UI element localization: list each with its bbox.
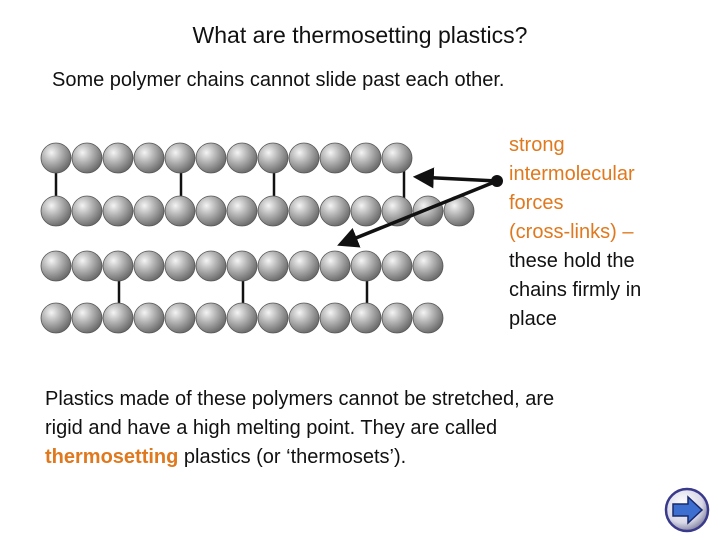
label-line: place: [509, 308, 557, 330]
slide-title: What are thermosetting plastics?: [192, 22, 528, 48]
monomer-bead: [319, 250, 351, 282]
monomer-bead: [102, 142, 134, 174]
monomer-bead: [226, 250, 258, 282]
arrow-origin-dot: [491, 175, 503, 187]
monomer-bead: [226, 302, 258, 334]
monomer-bead: [164, 195, 196, 227]
monomer-bead: [319, 302, 351, 334]
monomer-bead: [40, 142, 72, 174]
monomer-bead: [257, 142, 289, 174]
monomer-bead: [133, 250, 165, 282]
monomer-bead: [350, 195, 382, 227]
monomer-bead: [133, 195, 165, 227]
monomer-bead: [71, 195, 103, 227]
monomer-bead: [381, 142, 413, 174]
monomer-bead: [226, 195, 258, 227]
monomer-bead: [350, 250, 382, 282]
monomer-bead: [195, 195, 227, 227]
monomer-bead: [195, 142, 227, 174]
monomer-bead: [102, 302, 134, 334]
monomer-bead: [288, 250, 320, 282]
slide-subtitle: Some polymer chains cannot slide past ea…: [52, 69, 505, 91]
explanation-line: Plastics made of these polymers cannot b…: [45, 388, 555, 410]
monomer-bead: [288, 195, 320, 227]
monomer-bead: [102, 195, 134, 227]
monomer-bead: [71, 302, 103, 334]
monomer-bead: [381, 250, 413, 282]
monomer-bead: [288, 142, 320, 174]
monomer-bead: [350, 142, 382, 174]
monomer-bead: [195, 250, 227, 282]
cross-link-label: strong intermolecular forces (cross-link…: [509, 131, 709, 334]
monomer-bead: [226, 142, 258, 174]
monomer-bead: [319, 142, 351, 174]
monomer-bead: [288, 302, 320, 334]
monomer-bead: [257, 302, 289, 334]
monomer-bead: [164, 142, 196, 174]
monomer-bead: [133, 302, 165, 334]
monomer-bead: [102, 250, 134, 282]
monomer-bead: [257, 250, 289, 282]
monomer-bead: [40, 195, 72, 227]
explanation-text: Plastics made of these polymers cannot b…: [45, 385, 685, 472]
monomer-bead: [133, 142, 165, 174]
cross-link-group: [54, 171, 406, 305]
label-line: forces: [509, 192, 564, 214]
next-slide-button[interactable]: [664, 487, 710, 533]
right-arrow-icon: [664, 487, 710, 533]
explanation-line: rigid and have a high melting point. The…: [45, 417, 498, 439]
polymer-chain-group: [40, 142, 475, 334]
thermosetting-keyword: thermosetting: [45, 446, 179, 468]
monomer-bead: [71, 142, 103, 174]
label-line: these hold the: [509, 250, 635, 272]
explanation-line: thermosetting plastics (or ‘thermosets’)…: [45, 443, 685, 472]
monomer-bead: [412, 250, 444, 282]
explanation-line-rest: plastics (or ‘thermosets’).: [178, 446, 407, 468]
monomer-bead: [71, 250, 103, 282]
label-line: (cross-links) –: [509, 221, 634, 243]
monomer-bead: [412, 195, 444, 227]
monomer-bead: [257, 195, 289, 227]
monomer-bead: [350, 302, 382, 334]
label-line: strong: [509, 134, 565, 156]
monomer-bead: [40, 302, 72, 334]
pointer-arrows: [337, 167, 503, 248]
label-line: chains firmly in: [509, 279, 642, 301]
monomer-bead: [381, 302, 413, 334]
monomer-bead: [164, 250, 196, 282]
monomer-bead: [195, 302, 227, 334]
monomer-bead: [412, 302, 444, 334]
monomer-bead: [164, 302, 196, 334]
label-line: intermolecular: [509, 163, 635, 185]
monomer-bead: [319, 195, 351, 227]
monomer-bead: [40, 250, 72, 282]
